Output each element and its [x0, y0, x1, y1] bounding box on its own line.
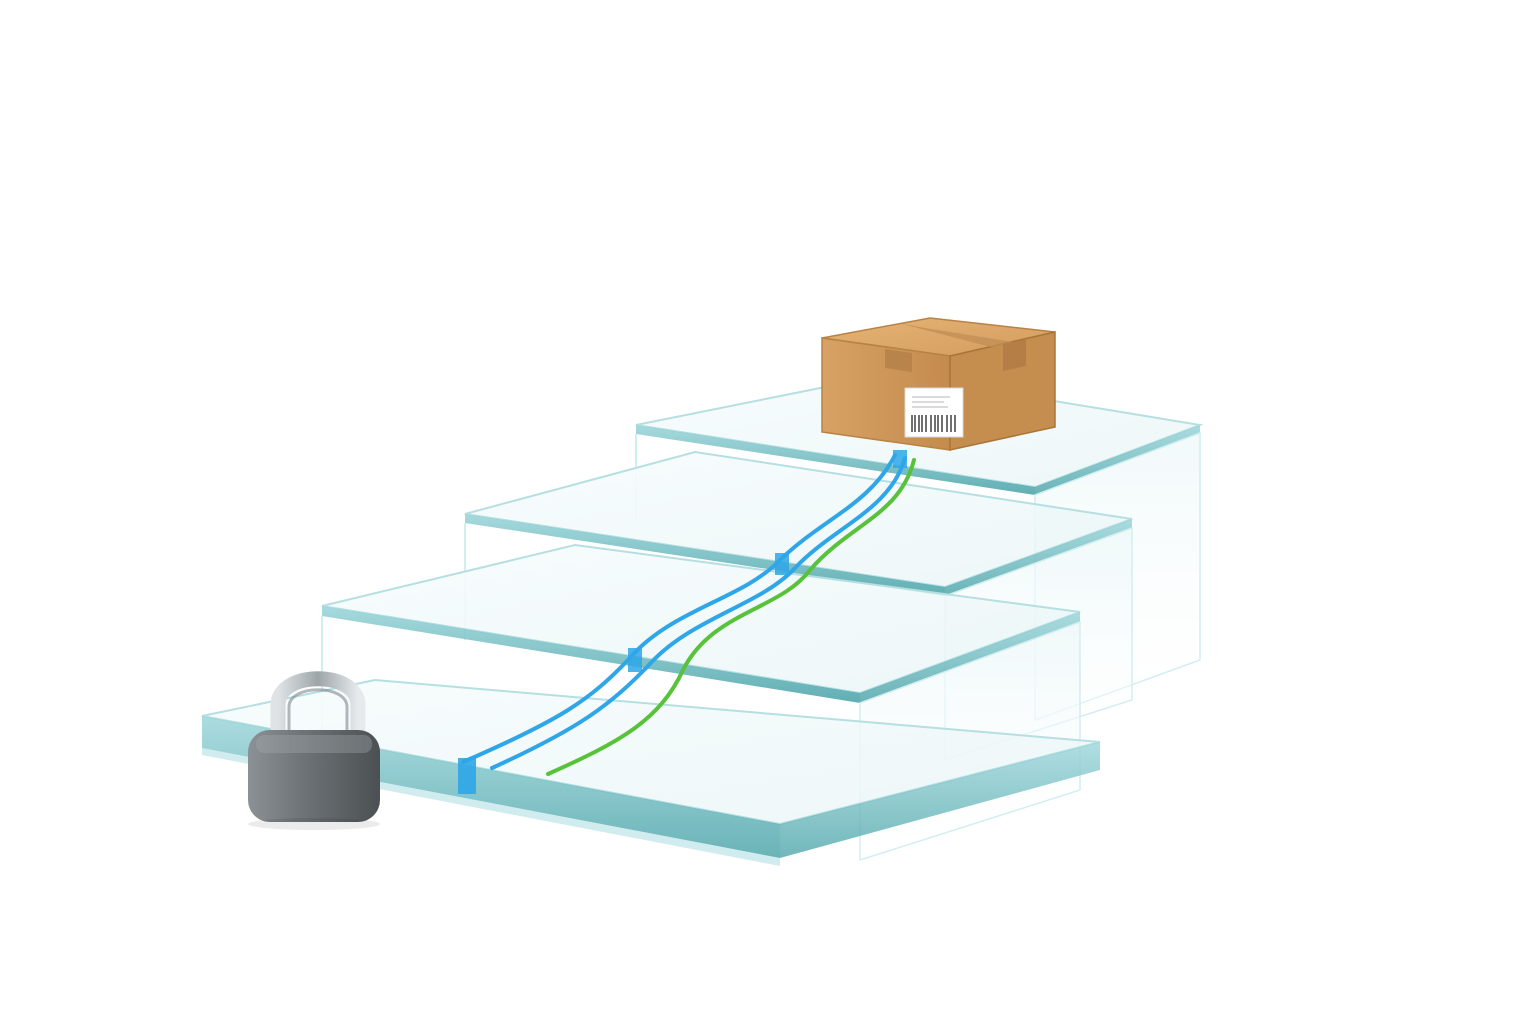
route-connector-base [458, 758, 476, 794]
padlock-icon [248, 671, 380, 830]
route-line-green [546, 458, 916, 776]
route-connector-step-3 [775, 553, 789, 575]
padlock-body [248, 730, 380, 822]
route-lines [458, 450, 916, 794]
barcode-label-icon [904, 387, 964, 438]
route-line-blue-1 [461, 453, 897, 764]
route-connector-step-2 [628, 648, 642, 672]
route-line-blue-2 [490, 456, 907, 770]
route-connector-step-4 [893, 450, 907, 468]
package-icon [821, 317, 1056, 451]
padlock-shackle [270, 671, 366, 748]
